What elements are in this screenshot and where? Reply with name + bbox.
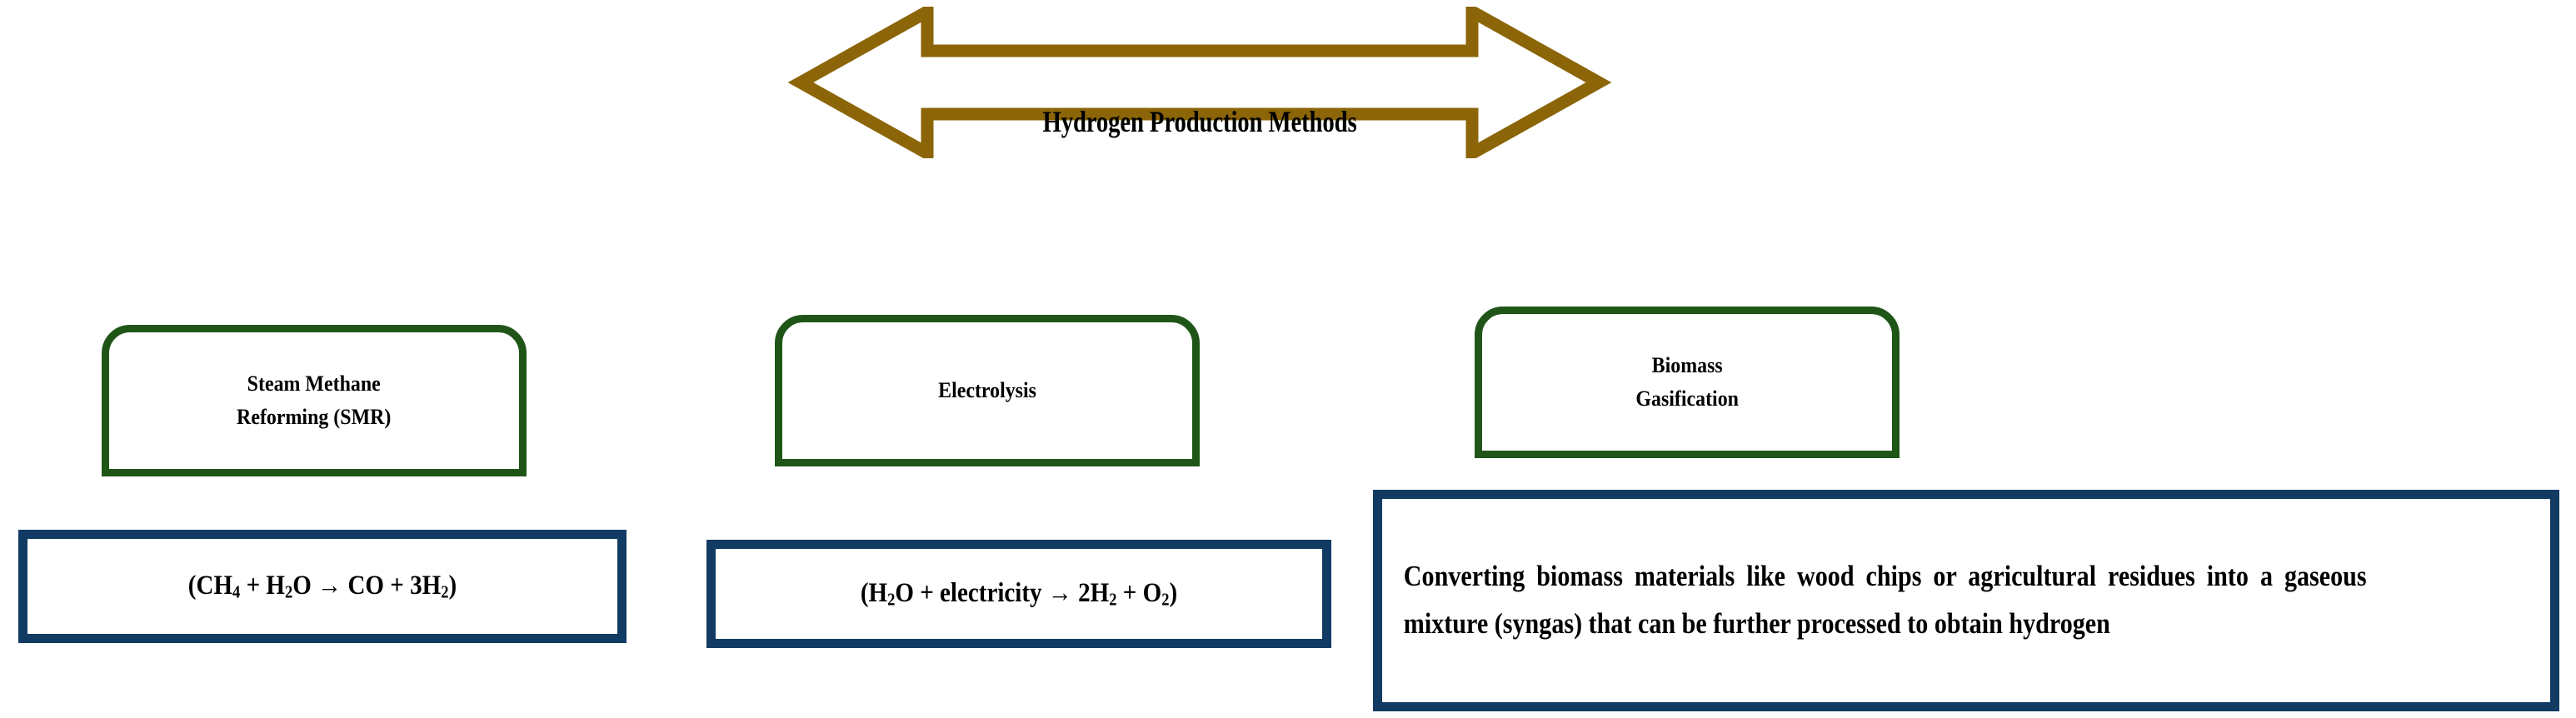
double-headed-arrow-icon <box>746 7 1654 158</box>
method-label: Biomass Gasification <box>1635 353 1739 411</box>
method-label: Electrolysis <box>938 378 1036 403</box>
detail-box-biomass-gasification[interactable]: Converting biomass materials like wood c… <box>1373 490 2559 711</box>
equation-smr: (CH4 + H2O → CO + 3H2) <box>187 570 457 602</box>
method-label: Steam Methane Reforming (SMR) <box>237 371 392 429</box>
detail-box-electrolysis[interactable]: (H2O + electricity → 2H2 + O2) <box>706 540 1331 648</box>
page-title: Hydrogen Production Methods <box>1042 105 1357 138</box>
method-box-biomass-gasification[interactable]: Biomass Gasification <box>1475 307 1900 458</box>
method-box-steam-methane-reforming[interactable]: Steam Methane Reforming (SMR) <box>102 325 527 476</box>
equation-electrolysis: (H2O + electricity → 2H2 + O2) <box>860 577 1178 610</box>
method-box-electrolysis[interactable]: Electrolysis <box>775 315 1200 466</box>
detail-box-steam-methane-reforming[interactable]: (CH4 + H2O → CO + 3H2) <box>18 530 627 643</box>
description-biomass-gasification: Converting biomass materials like wood c… <box>1403 560 2367 640</box>
